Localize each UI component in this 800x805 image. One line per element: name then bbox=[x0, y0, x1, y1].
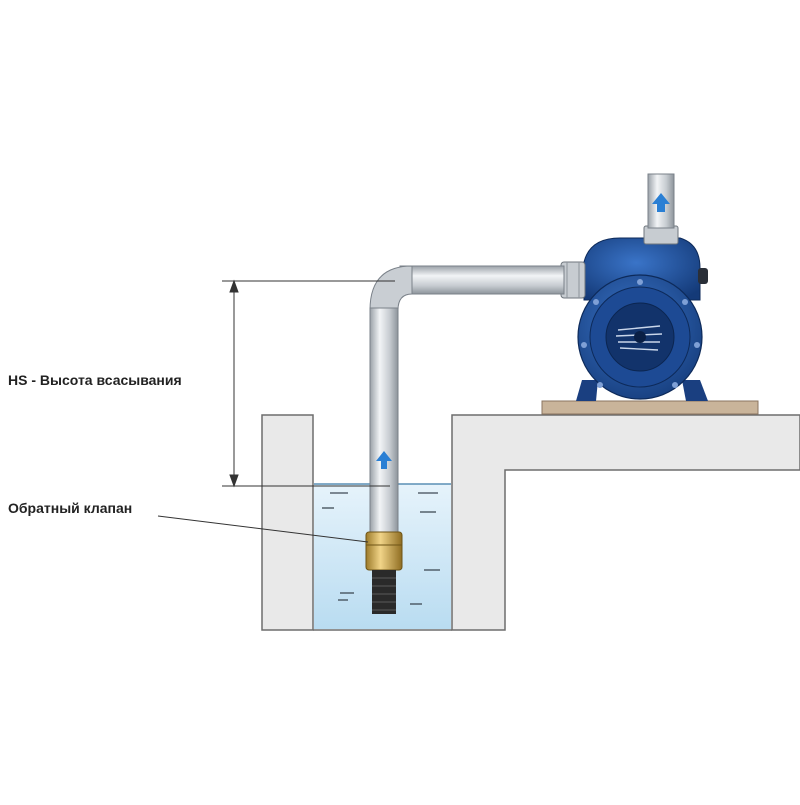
suction-pipe-vertical bbox=[369, 307, 399, 537]
arrow-up-icon bbox=[376, 451, 392, 469]
arrow-up-icon bbox=[652, 193, 670, 212]
pipe-elbow bbox=[369, 265, 413, 311]
pump-base-plate bbox=[541, 400, 759, 415]
check-valve-label: Обратный клапан bbox=[8, 500, 133, 516]
ground bbox=[261, 414, 800, 631]
suction-height-label: HS - Высота всасывания bbox=[8, 372, 182, 388]
pump bbox=[560, 225, 708, 401]
check-valve bbox=[365, 531, 403, 614]
suction-height-dimension bbox=[222, 279, 395, 488]
check-valve-leader bbox=[157, 515, 369, 543]
suction-pipe-horizontal bbox=[399, 265, 565, 295]
